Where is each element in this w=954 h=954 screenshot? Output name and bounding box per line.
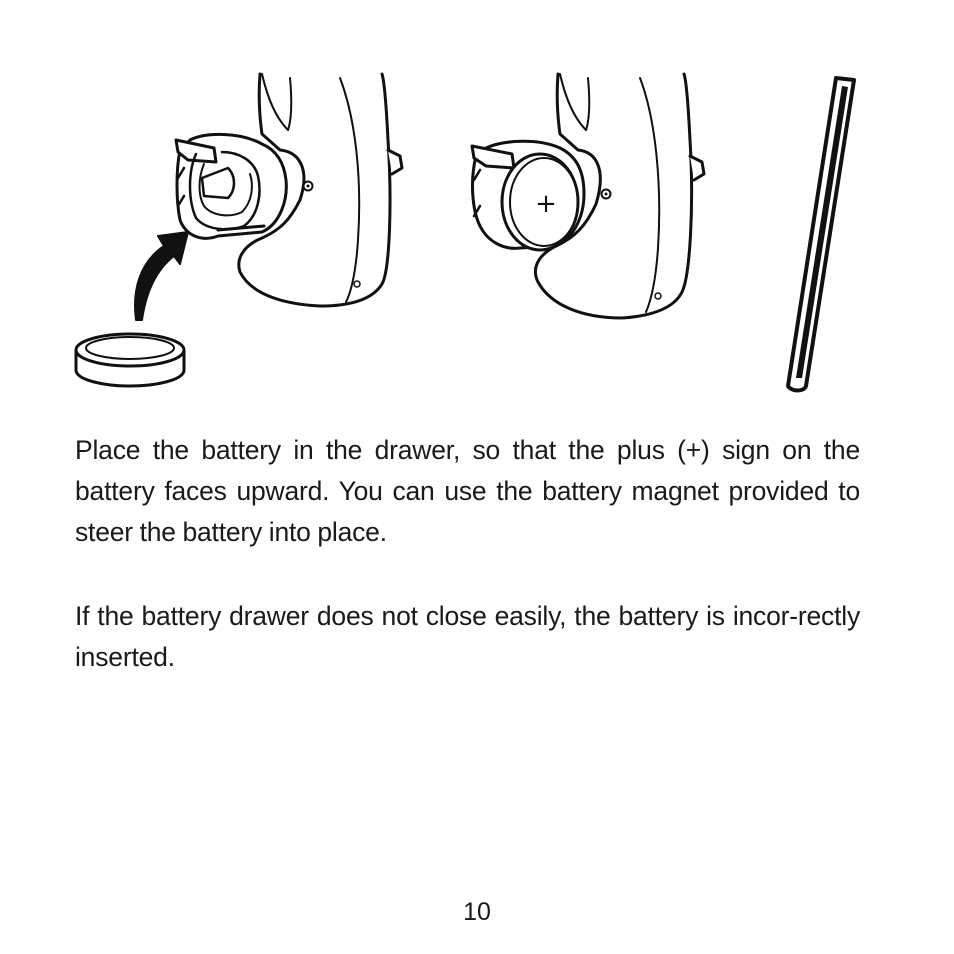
instruction-paragraph-2: If the battery drawer does not close eas… [75, 601, 860, 672]
hearing-aid-open-drawer-icon [174, 72, 404, 308]
hearing-aid-with-battery-icon [470, 72, 706, 320]
battery-magnet-icon [786, 76, 856, 393]
battery-icon [74, 332, 186, 388]
instruction-paragraph-1: Place the battery in the drawer, so that… [75, 435, 860, 547]
arrow-icon [134, 231, 189, 321]
plus-sign: + [535, 189, 557, 219]
page-number: 10 [463, 898, 491, 926]
battery-insertion-illustration: + [74, 72, 856, 393]
